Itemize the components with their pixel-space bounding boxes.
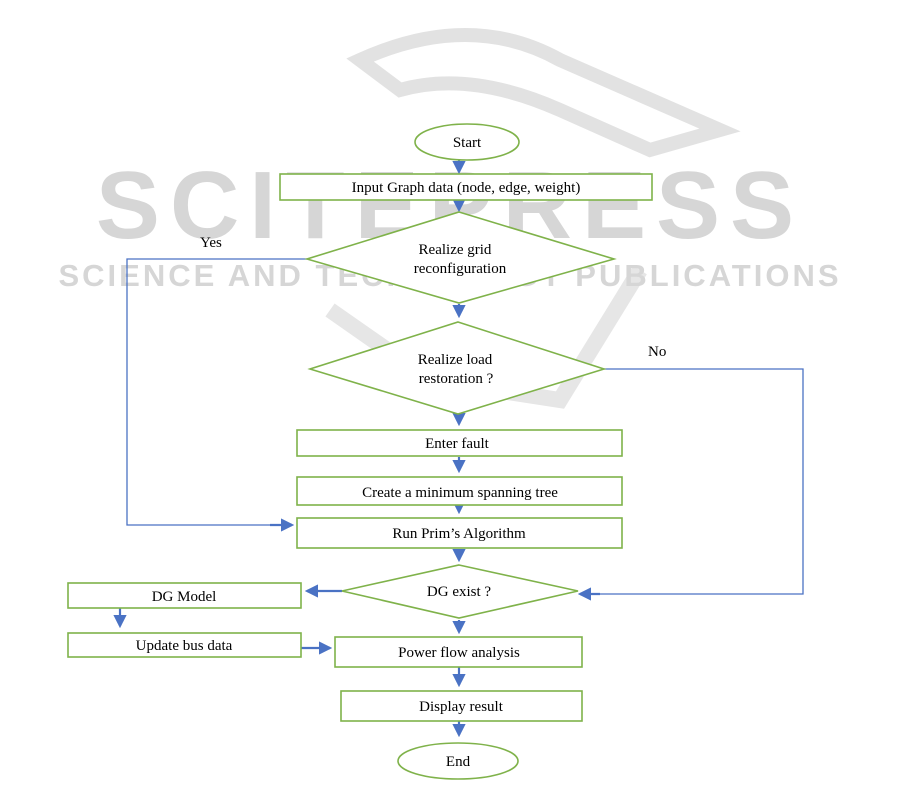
run-prim-label: Run Prim’s Algorithm — [392, 526, 526, 542]
create-mst-node: Create a minimum spanning tree — [297, 477, 622, 505]
start-label: Start — [453, 135, 482, 151]
display-result-node: Display result — [341, 691, 582, 721]
start-node: Start — [415, 124, 519, 160]
realize-load-label-line1: Realize load — [418, 352, 493, 368]
dg-model-label: DG Model — [152, 589, 217, 605]
realize-load-label-line2: restoration ? — [419, 371, 494, 387]
end-node: End — [398, 743, 518, 779]
connector-yes-branch — [127, 259, 307, 525]
realize-grid-label-line2: reconfiguration — [414, 261, 507, 277]
no-label: No — [648, 344, 666, 360]
power-flow-node: Power flow analysis — [335, 637, 582, 667]
dg-exist-decision: DG exist ? — [342, 565, 578, 618]
input-graph-node: Input Graph data (node, edge, weight) — [280, 174, 652, 200]
run-prim-node: Run Prim’s Algorithm — [297, 518, 622, 548]
dg-model-node: DG Model — [68, 583, 301, 608]
update-bus-label: Update bus data — [136, 638, 233, 654]
realize-grid-label-line1: Realize grid — [419, 242, 492, 258]
enter-fault-label: Enter fault — [425, 436, 490, 452]
update-bus-node: Update bus data — [68, 633, 301, 657]
watermark-logo-arc — [360, 35, 720, 150]
power-flow-label: Power flow analysis — [398, 645, 520, 661]
end-label: End — [446, 754, 471, 770]
display-result-label: Display result — [419, 699, 504, 715]
dg-exist-label: DG exist ? — [427, 584, 491, 600]
yes-label: Yes — [200, 235, 222, 251]
create-mst-label: Create a minimum spanning tree — [362, 485, 558, 501]
input-graph-label: Input Graph data (node, edge, weight) — [352, 180, 581, 196]
enter-fault-node: Enter fault — [297, 430, 622, 456]
